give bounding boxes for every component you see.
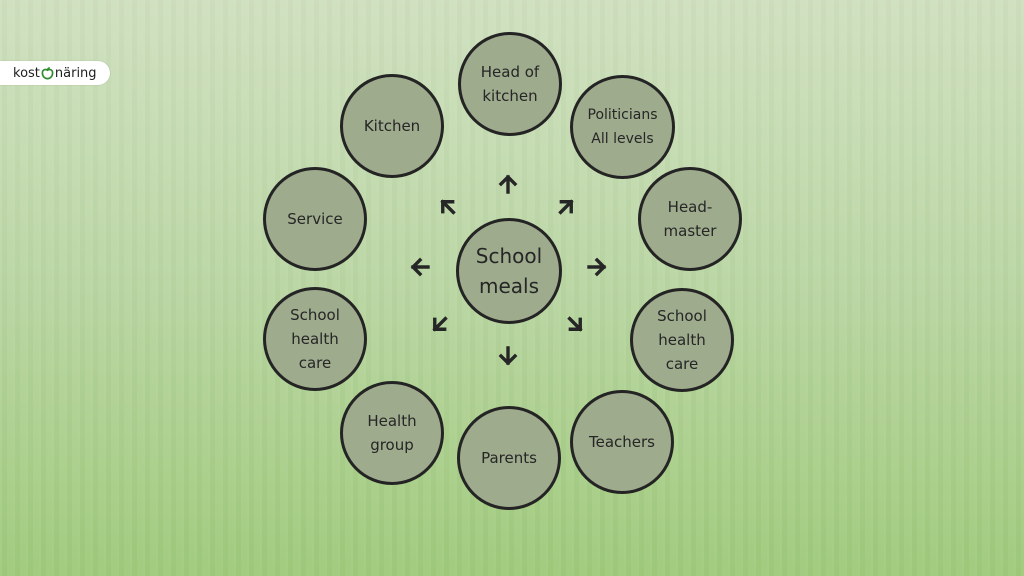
- node-kitchen: Kitchen: [340, 74, 444, 178]
- node-label: Health group: [367, 412, 417, 454]
- arrow-up-icon: [498, 174, 518, 194]
- node-label: Politicians All levels: [587, 107, 658, 147]
- node-headmaster: Head- master: [638, 167, 742, 271]
- node-label: Head of kitchen: [480, 63, 540, 105]
- node-school-health-care-right: School health care: [630, 288, 734, 392]
- arrow-left-icon: [410, 257, 430, 277]
- arrow-up-left-icon: [440, 199, 456, 215]
- arrow-down-left-icon: [432, 316, 448, 332]
- node-health-group: Health group: [340, 381, 444, 485]
- node-head-of-kitchen: Head of kitchen: [458, 32, 562, 136]
- logo-text-left: kost: [13, 65, 40, 81]
- kostnaring-logo: kost näring: [0, 61, 110, 85]
- node-label: School health care: [290, 306, 340, 372]
- node-label: Head- master: [663, 198, 717, 240]
- logo-text-right: näring: [54, 65, 97, 81]
- arrow-down-right-icon: [567, 316, 583, 332]
- node-label: Parents: [481, 449, 537, 467]
- node-label: Teachers: [589, 433, 655, 451]
- center-label: School meals: [475, 244, 543, 298]
- arrow-right-icon: [587, 257, 607, 277]
- arrow-down-icon: [498, 346, 518, 366]
- apple-logo-icon: [41, 66, 54, 79]
- node-teachers: Teachers: [570, 390, 674, 494]
- node-label: Service: [287, 210, 343, 228]
- school-meals-center-node: School meals: [456, 218, 562, 324]
- node-politicians: Politicians All levels: [570, 75, 675, 179]
- node-parents: Parents: [457, 406, 561, 510]
- node-school-health-care-left: School health care: [263, 287, 367, 391]
- node-label: School health care: [657, 307, 707, 373]
- node-label: Kitchen: [363, 117, 421, 135]
- arrow-up-right-icon: [558, 199, 574, 215]
- node-service: Service: [263, 167, 367, 271]
